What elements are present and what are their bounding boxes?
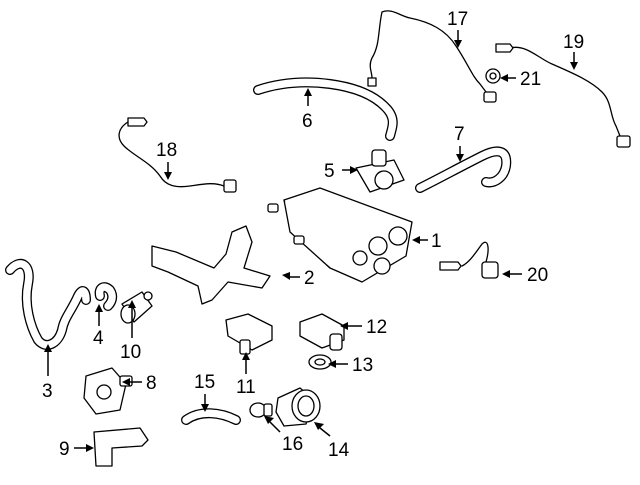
part-6-hose [253, 77, 398, 141]
callout-16: 16 [282, 434, 303, 455]
callout-1: 1 [431, 231, 442, 252]
part-19-sensor-wire [495, 43, 631, 148]
callout-9: 9 [59, 439, 70, 460]
part-17-sensor-wire [367, 10, 497, 103]
callout-10: 10 [120, 342, 141, 363]
callout-21: 21 [520, 69, 541, 90]
callout-labels: 1 2 3 4 5 6 7 8 9 10 11 12 13 14 15 16 1… [42, 9, 584, 461]
part-5-purge-valve [355, 149, 405, 193]
callout-18: 18 [156, 140, 177, 161]
callout-11: 11 [236, 377, 256, 398]
part-15-hose [181, 408, 241, 425]
callout-5: 5 [324, 161, 335, 182]
part-18-sensor-wire [118, 117, 237, 193]
part-10-filter [120, 291, 153, 324]
part-8-pump [83, 367, 133, 415]
part-2-bracket [151, 225, 271, 305]
callout-7: 7 [454, 124, 465, 145]
part-13-o-ring [308, 354, 332, 370]
callout-3: 3 [42, 381, 53, 402]
part-1-charcoal-canister [267, 187, 413, 283]
part-16-clamp [249, 402, 273, 418]
callout-19: 19 [563, 32, 584, 53]
part-4-small-hose [94, 282, 118, 311]
callout-20: 20 [527, 265, 548, 286]
part-12-sensor [299, 313, 345, 351]
part-3-hose [5, 258, 91, 350]
callout-13: 13 [352, 355, 373, 376]
callout-14: 14 [328, 440, 350, 461]
callout-8: 8 [146, 373, 157, 394]
part-21-grommet [485, 68, 501, 84]
part-7-hose [415, 146, 512, 193]
leader-lines [44, 30, 578, 452]
part-9-bracket [93, 427, 149, 467]
callout-17: 17 [447, 9, 468, 30]
callout-2: 2 [304, 268, 315, 289]
callout-15: 15 [194, 372, 215, 393]
part-11-pressure-sensor [225, 313, 273, 355]
callout-12: 12 [366, 317, 387, 338]
part-20-switch [439, 241, 499, 279]
callout-6: 6 [302, 111, 313, 132]
part-14-housing [275, 387, 321, 427]
callout-4: 4 [93, 328, 104, 349]
